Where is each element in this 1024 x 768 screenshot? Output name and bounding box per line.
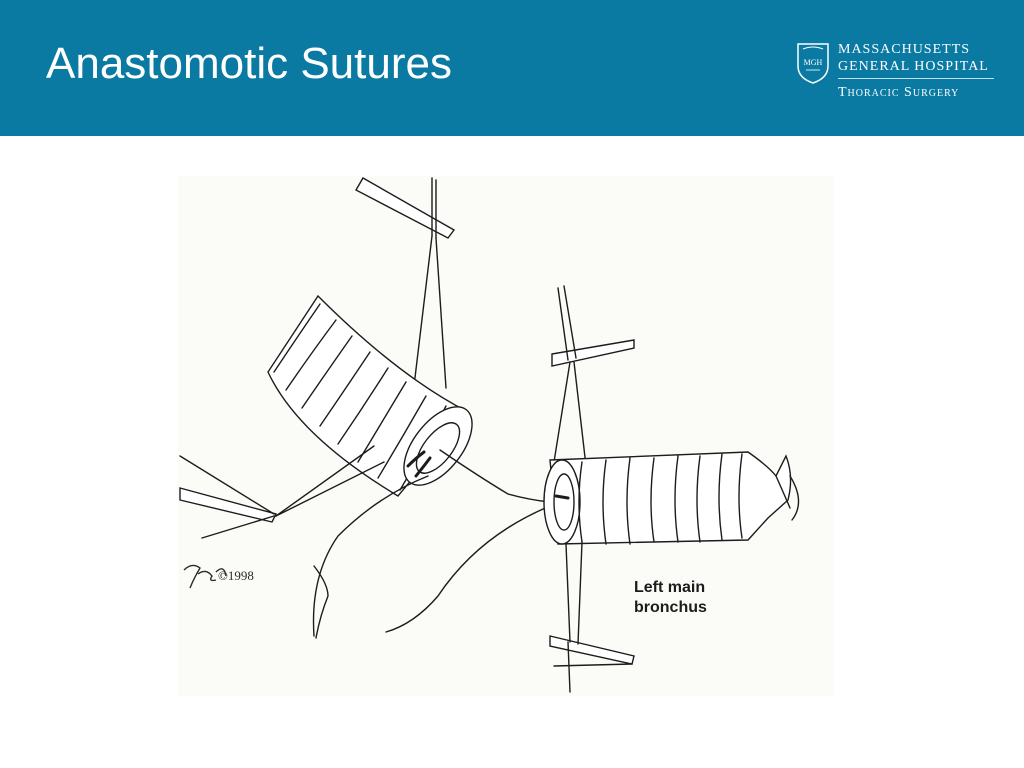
mgh-shield-icon: MGH	[797, 43, 829, 84]
anastomosis-illustration: Left main bronchus ©1998	[178, 176, 834, 696]
forceps-top-left-icon	[355, 177, 456, 239]
logo-divider	[838, 78, 994, 79]
shield-badge-text: MGH	[804, 58, 823, 67]
hospital-logo: MGH MASSACHUSETTS GENERAL HOSPITAL Thora…	[796, 42, 1006, 104]
bronchus-segment-icon	[543, 451, 800, 545]
logo-line-massachusetts: MASSACHUSETTS	[838, 42, 971, 57]
header-band: Anastomotic Sutures MGH MASSACHUSETTS GE…	[0, 0, 1024, 136]
logo-line-general-hospital: GENERAL HOSPITAL	[838, 59, 989, 74]
anastomosis-drawing: Left main bronchus ©1998	[179, 177, 800, 693]
artist-signature: ©1998	[183, 564, 254, 589]
figure-label-line2: bronchus	[634, 599, 707, 616]
trachea-segment-icon	[267, 294, 473, 497]
signature-year: ©1998	[218, 568, 254, 583]
slide-title: Anastomotic Sutures	[46, 39, 452, 88]
forceps-top-right-icon	[551, 285, 635, 367]
forceps-left-icon	[179, 455, 278, 539]
figure-label-line1: Left main	[634, 579, 705, 596]
logo-line-thoracic-surgery: Thoracic Surgery	[838, 85, 960, 100]
forceps-bottom-right-icon	[549, 635, 635, 693]
